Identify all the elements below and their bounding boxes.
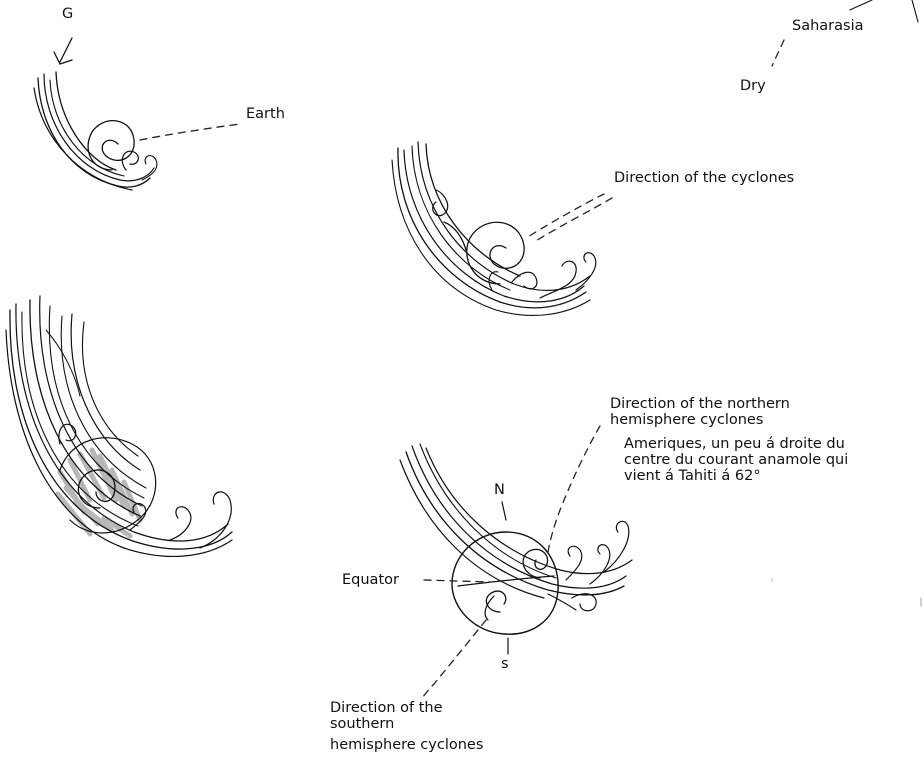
label-south: s — [501, 656, 509, 672]
earth-leader-line — [140, 124, 240, 140]
cyclones-leader-line-2 — [534, 198, 612, 242]
saharasia-leader-line — [772, 40, 784, 66]
g-arrow — [54, 38, 72, 64]
label-southern-line2: southern — [330, 716, 394, 732]
equator-leader-line — [424, 580, 490, 582]
sketch-globe — [400, 444, 632, 634]
label-earth: Earth — [246, 106, 285, 122]
cyclones-leader-line — [526, 194, 604, 238]
label-southern-line3: hemisphere cyclones — [330, 737, 483, 753]
north-tick — [502, 502, 506, 520]
top-right-stroke-2 — [912, 0, 918, 22]
sketch-earth-spiral — [34, 72, 157, 190]
sketch-cyclone-direction — [392, 142, 596, 315]
label-northern-line1: Direction of the northern — [610, 396, 790, 412]
label-saharasia: Saharasia — [792, 18, 863, 34]
label-northern-line2: hemisphere cyclones — [610, 412, 763, 428]
label-southern-line1: Direction of the — [330, 700, 443, 716]
top-right-stroke — [850, 0, 872, 10]
note-line3: vient á Tahiti á 62° — [624, 468, 761, 484]
label-dry: Dry — [740, 78, 766, 94]
northern-leader-line — [548, 426, 600, 552]
note-line1: Ameriques, un peu á droite du — [624, 436, 845, 452]
label-equator: Equator — [342, 572, 399, 588]
label-direction-cyclones: Direction of the cyclones — [614, 170, 794, 186]
label-g: G — [62, 6, 73, 22]
note-line2: centre du courant anamole qui — [624, 452, 848, 468]
southern-leader-line — [420, 620, 486, 700]
label-north: N — [494, 482, 505, 498]
sketch-shaded-spiral — [6, 296, 232, 556]
